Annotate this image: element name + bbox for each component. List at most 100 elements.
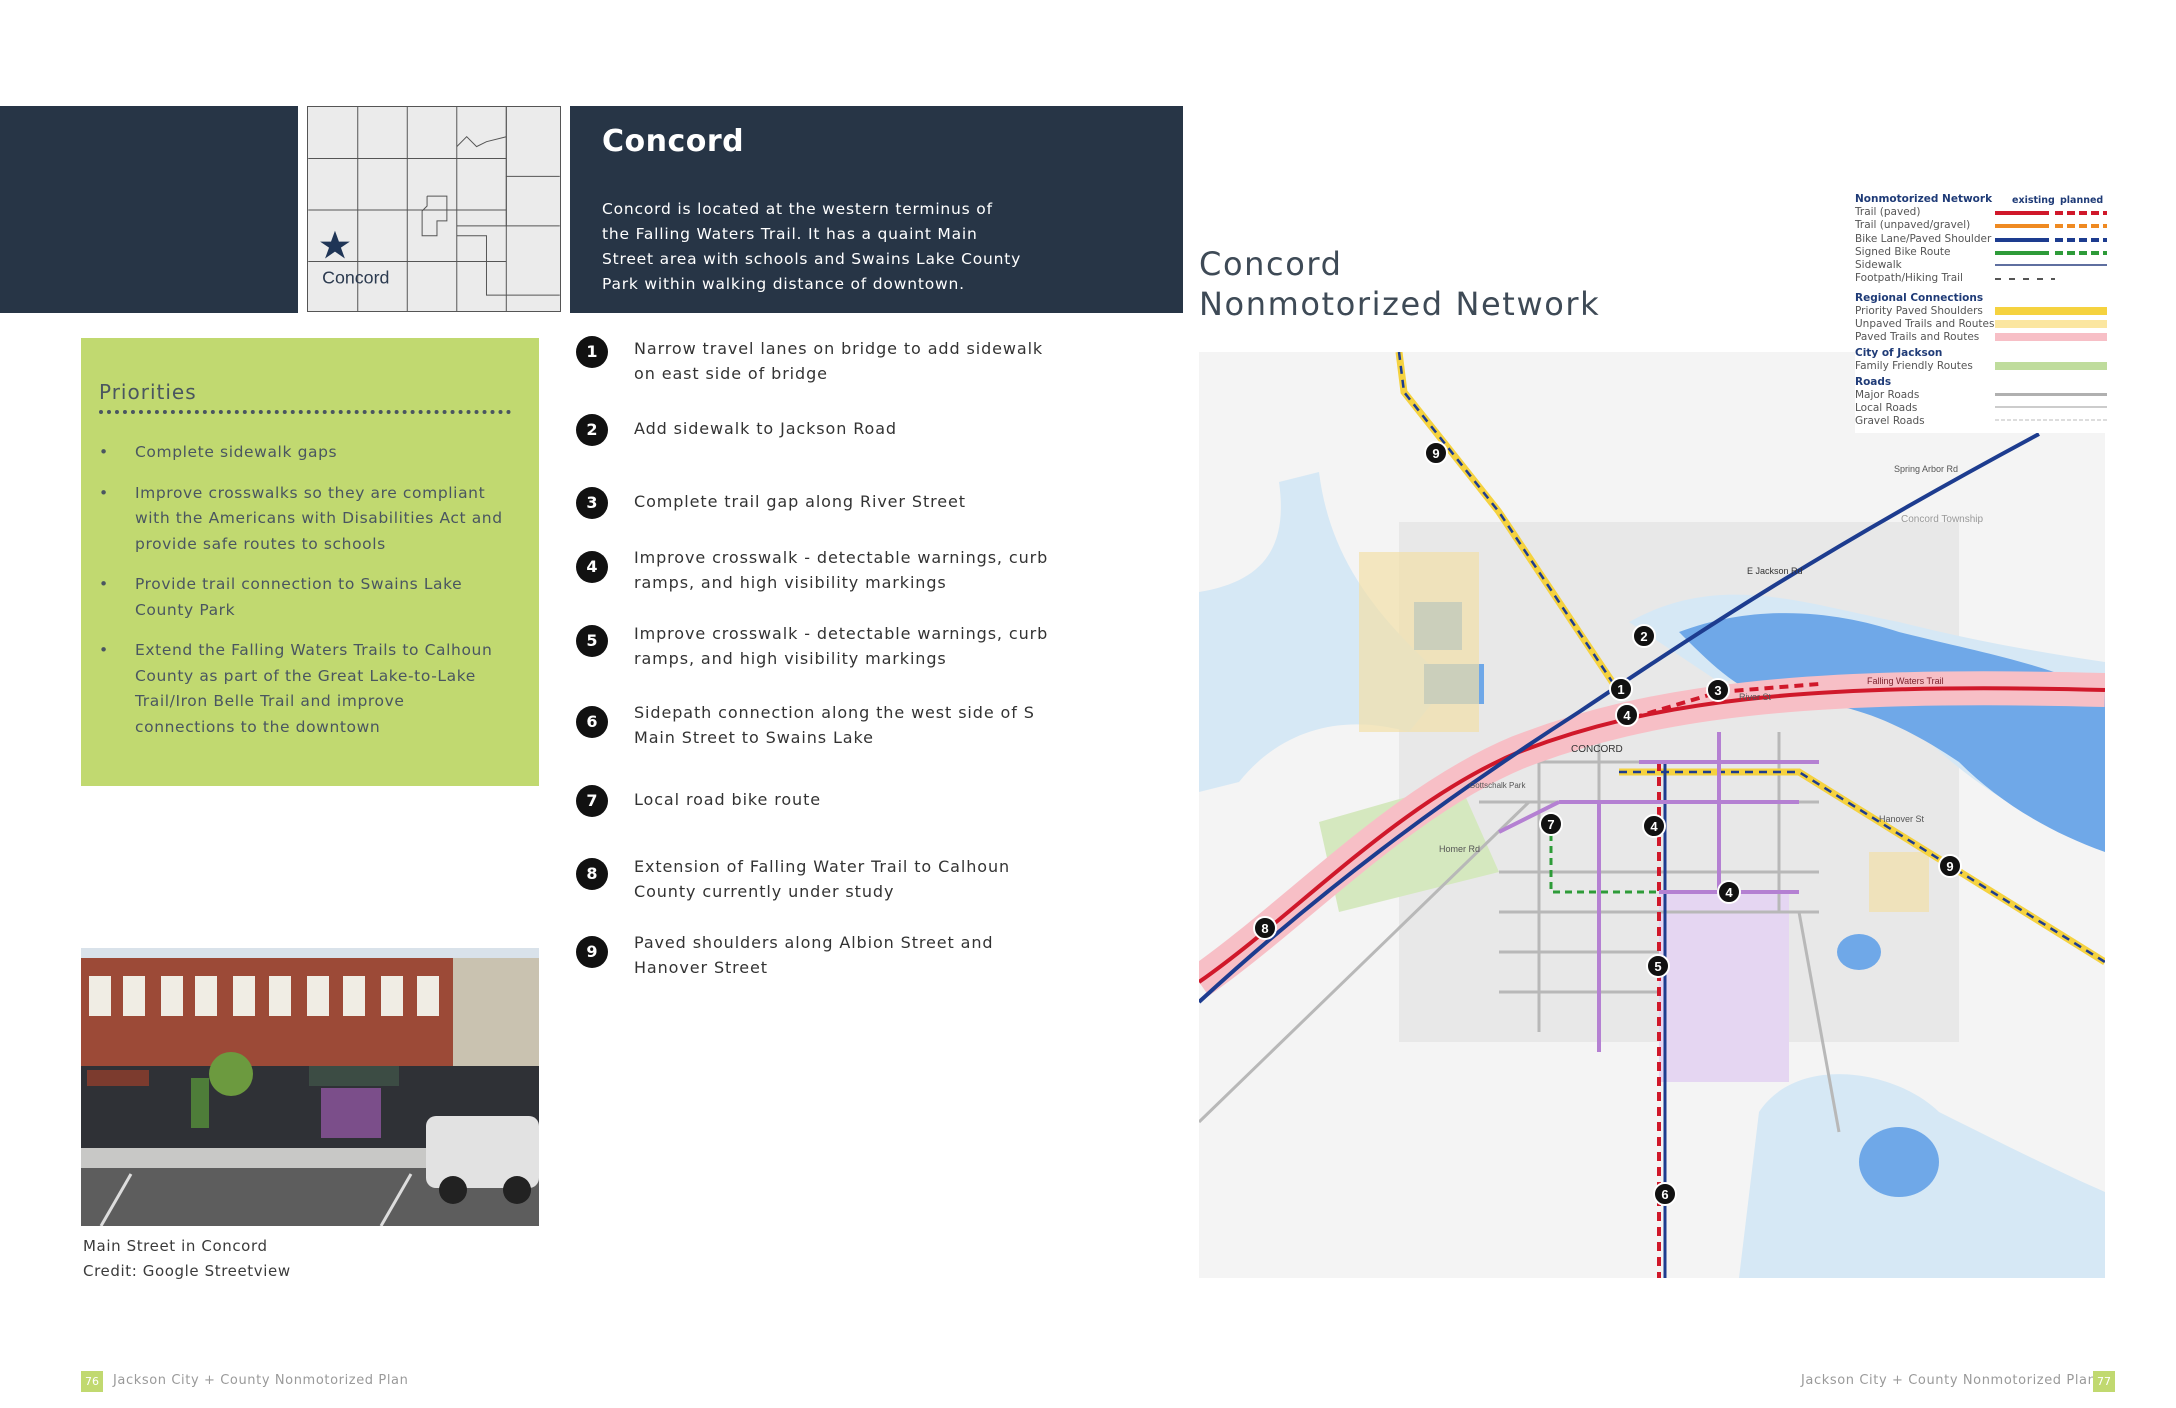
- legend-swatch: [1995, 264, 2107, 266]
- legend-item: Priority Paved Shoulders: [1855, 305, 1983, 317]
- number-marker: 9: [576, 936, 608, 968]
- map-spring-arbor-label: Spring Arbor Rd: [1894, 464, 1958, 474]
- page-title: Concord: [602, 124, 745, 159]
- map-marker-6: 6: [1653, 1182, 1677, 1206]
- project-text: Improve crosswalk - detectable warnings,…: [634, 548, 1049, 592]
- legend-title: Nonmotorized Network: [1855, 193, 1993, 205]
- bullet-icon: •: [99, 483, 109, 502]
- legend-swatch-planned: [2055, 251, 2107, 255]
- legend-existing-label: existing: [2012, 195, 2055, 206]
- map-marker-9a: 9: [1424, 441, 1448, 465]
- bullet-icon: •: [99, 641, 109, 659]
- map-marker-2: 2: [1632, 624, 1656, 648]
- map-marker-9b: 9: [1938, 854, 1962, 878]
- intro-text: Concord is located at the western termin…: [602, 200, 1022, 293]
- legend-roads-title: Roads: [1855, 376, 1892, 388]
- priority-list: •Complete sidewalk gaps •Improve crosswa…: [99, 440, 519, 740]
- legend-swatch: [1995, 211, 2049, 215]
- page-number-right: 77: [2093, 1371, 2115, 1392]
- legend-swatch-planned: [2055, 224, 2107, 228]
- svg-text:4: 4: [1623, 708, 1631, 723]
- number-marker: 2: [576, 414, 608, 446]
- bullet-icon: •: [99, 443, 109, 461]
- svg-text:7: 7: [1547, 817, 1554, 832]
- svg-text:3: 3: [1714, 683, 1721, 698]
- priority-item: •Improve crosswalks so they are complian…: [99, 481, 509, 558]
- falling-waters-trail: [1199, 686, 2105, 984]
- map-canvas: CONCORD Concord Township Falling Waters …: [1199, 352, 2105, 1278]
- legend-swatch: [1995, 320, 2107, 328]
- project-text: Add sidewalk to Jackson Road: [634, 419, 897, 438]
- legend-swatch: [1995, 307, 2107, 315]
- map-legend: Nonmotorized Network existing planned Tr…: [1855, 193, 2115, 433]
- map-township-label: Concord Township: [1901, 514, 1984, 525]
- network-map: CONCORD Concord Township Falling Waters …: [1199, 352, 2105, 1278]
- number-marker: 8: [576, 858, 608, 890]
- legend-swatch-planned: [2055, 211, 2107, 215]
- map-park-label: Gottschalk Park: [1469, 781, 1526, 790]
- map-marker-4a: 4: [1615, 703, 1639, 727]
- map-marker-3: 3: [1706, 678, 1730, 702]
- map-jackson-rd-label: E Jackson Rd: [1747, 566, 1803, 576]
- number-marker: 4: [576, 551, 608, 583]
- jackson-road: [1199, 432, 2040, 1004]
- svg-text:9: 9: [1432, 446, 1439, 461]
- project-text: Sidepath connection along the west side …: [634, 703, 1035, 747]
- bullet-icon: •: [99, 575, 109, 593]
- number-marker: 7: [576, 785, 608, 817]
- legend-item: Signed Bike Route: [1855, 246, 1951, 258]
- legend-item: Family Friendly Routes: [1855, 360, 1973, 372]
- map-marker-4c: 4: [1717, 880, 1741, 904]
- legend-item: Trail (paved): [1855, 206, 1921, 218]
- map-marker-7: 7: [1539, 812, 1563, 836]
- number-marker: 1: [576, 336, 608, 368]
- map-homer-label: Homer Rd: [1439, 844, 1480, 854]
- priorities-title: Priorities: [99, 380, 511, 414]
- legend-swatch: [1995, 278, 2055, 280]
- map-river-st-label: River St: [1739, 692, 1772, 702]
- legend-planned-label: planned: [2060, 195, 2104, 206]
- legend-item: Unpaved Trails and Routes: [1855, 318, 1995, 330]
- svg-text:8: 8: [1261, 921, 1268, 936]
- map-trail-label: Falling Waters Trail: [1867, 676, 1944, 686]
- legend-item: Major Roads: [1855, 389, 1920, 401]
- legend-regional-title: Regional Connections: [1855, 292, 1984, 304]
- legend-swatch: [1995, 238, 2049, 242]
- project-text: Paved shoulders along Albion Street and …: [634, 933, 994, 977]
- legend-item: Sidewalk: [1855, 259, 1902, 271]
- locator-map: Concord: [307, 106, 561, 312]
- map-marker-8: 8: [1253, 916, 1277, 940]
- project-text: Extension of Falling Water Trail to Calh…: [634, 857, 1011, 901]
- main-street-photo: [81, 948, 539, 1226]
- legend-swatch-planned: [2055, 238, 2107, 242]
- footer-text-right: Jackson City + County Nonmotorized Plan: [1801, 1373, 2097, 1388]
- intro-panel: Concord Concord is located at the wester…: [570, 106, 1183, 313]
- priority-item: •Provide trail connection to Swains Lake…: [99, 572, 509, 623]
- project-text: Narrow travel lanes on bridge to add sid…: [634, 339, 1044, 383]
- map-marker-5: 5: [1646, 954, 1670, 978]
- priority-item: •Extend the Falling Waters Trails to Cal…: [99, 638, 509, 740]
- locator-label: Concord: [322, 267, 389, 287]
- legend-item: Footpath/Hiking Trail: [1855, 272, 1963, 284]
- legend-swatch: [1995, 224, 2049, 228]
- project-text: Local road bike route: [634, 790, 822, 809]
- svg-text:2: 2: [1640, 629, 1647, 644]
- legend-swatch: [1995, 333, 2107, 341]
- map-marker-1: 1: [1609, 677, 1633, 701]
- legend-item: Local Roads: [1855, 402, 1918, 414]
- priorities-box: Priorities •Complete sidewalk gaps •Impr…: [81, 338, 539, 786]
- map-title: Concord Nonmotorized Network: [1199, 245, 1601, 323]
- svg-text:1: 1: [1617, 682, 1624, 697]
- legend-item: Paved Trails and Routes: [1855, 331, 1980, 343]
- legend-item: Gravel Roads: [1855, 415, 1925, 427]
- page-number-left: 76: [81, 1371, 103, 1392]
- legend-swatch: [1995, 406, 2107, 408]
- map-marker-4b: 4: [1642, 814, 1666, 838]
- svg-text:5: 5: [1654, 959, 1661, 974]
- number-marker: 6: [576, 706, 608, 738]
- svg-text:9: 9: [1946, 859, 1953, 874]
- legend-city-title: City of Jackson: [1855, 347, 1943, 359]
- svg-text:6: 6: [1661, 1187, 1668, 1202]
- legend-swatch: [1995, 251, 2049, 255]
- legend-item: Bike Lane/Paved Shoulder: [1855, 233, 1992, 245]
